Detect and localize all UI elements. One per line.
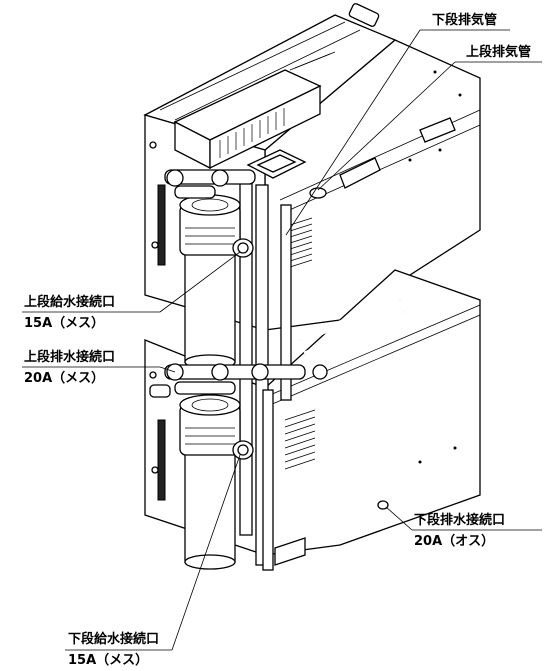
- lower-side-vent: [284, 409, 316, 470]
- label-lower-drain-size: 20A（オス）: [414, 533, 494, 549]
- control-box-side: [209, 84, 321, 170]
- label-upper-drain-title: 上段排水接続口: [24, 349, 115, 365]
- label-upper-supply-size: 15A（メス）: [24, 315, 104, 331]
- lower-filter: [149, 363, 328, 570]
- label-lower-supply-title: 下段給水接続口: [68, 631, 159, 647]
- upper-top-vent: [289, 51, 336, 71]
- label-upper-supply-title: 上段給水接続口: [24, 294, 115, 310]
- label-lower-supply-size: 15A（メス）: [68, 652, 148, 668]
- label-lower-exhaust: 下段排気管: [432, 12, 497, 28]
- label-upper-drain-size: 20A（メス）: [24, 370, 104, 386]
- label-upper-exhaust: 上段排気管: [466, 44, 531, 60]
- upper-filter: [164, 169, 256, 370]
- label-lower-drain-title: 下段排水接続口: [414, 512, 505, 528]
- leader-lines: [22, 29, 542, 651]
